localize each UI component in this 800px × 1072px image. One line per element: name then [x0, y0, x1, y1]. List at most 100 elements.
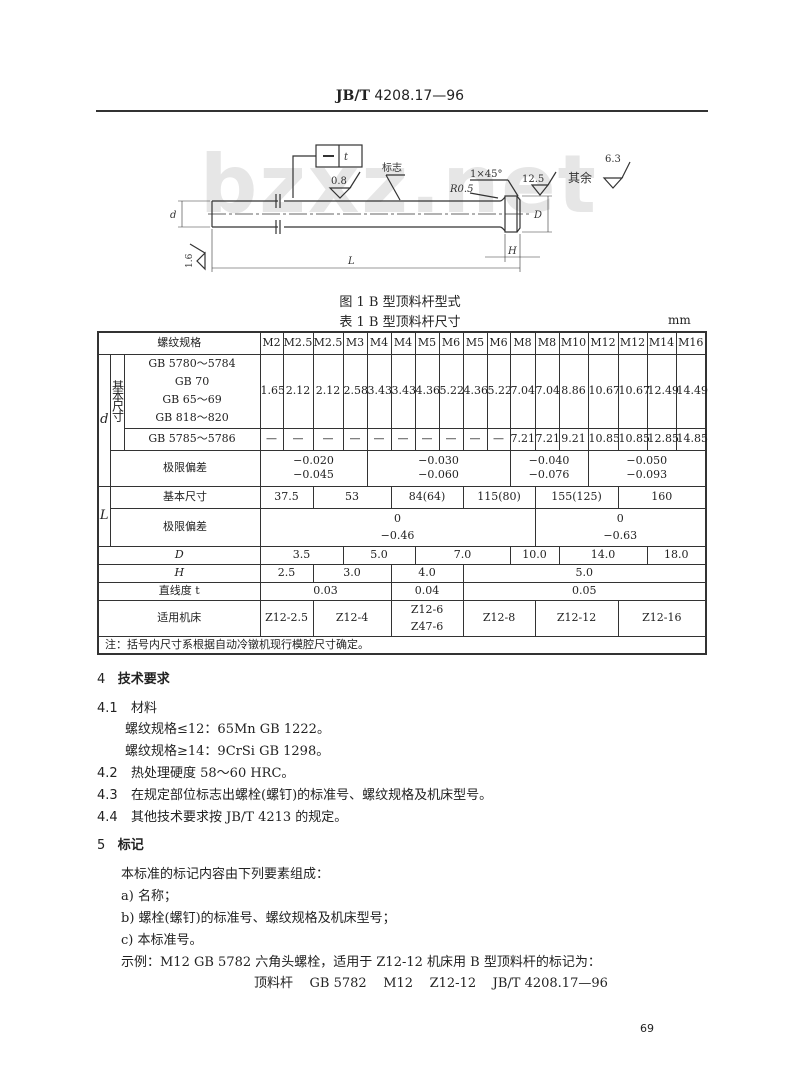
L-tol-cell: 0−0.46	[259, 507, 536, 547]
roughness-end: 1.6	[185, 253, 195, 268]
marking-item-b: b) 螺栓(螺钉)的标准号、螺纹规格及机床型号；	[121, 911, 396, 926]
machine-value: Z12-8	[462, 599, 536, 637]
d-tolerance-row: 极限偏差 −0.020−0.045 −0.030−0.060 −0.040−0.…	[98, 449, 707, 487]
page-number: 69	[640, 1022, 654, 1035]
ejector-pin-drawing: t 标志 0.8 1×45° R0.5 12.5 其余 6.3 d D L H …	[170, 144, 631, 272]
d-value: 3.43	[366, 353, 392, 429]
d-value: —	[486, 427, 511, 451]
thread-cell: M14	[646, 331, 677, 355]
d-value: —	[438, 427, 464, 451]
thread-cell: M2	[259, 331, 284, 355]
d-value: 2.12	[312, 353, 344, 429]
H-row: H 2.5 3.0 4.0 5.0	[97, 563, 707, 583]
d-tol-cell: −0.040−0.076	[509, 449, 589, 487]
straightness-tol-label: t	[344, 152, 349, 163]
d-value: —	[366, 427, 392, 451]
D-label: D	[97, 545, 261, 565]
d-value: 7.21	[509, 427, 536, 451]
thread-cell: M2.5	[312, 331, 344, 355]
D-value: 14.0	[558, 545, 648, 565]
thread-cell: M10	[558, 331, 589, 355]
d-value: 10.67	[587, 353, 620, 429]
section-title: 技术要求	[117, 672, 170, 687]
std-line: GB 70	[174, 375, 210, 388]
std-line: GB 818～820	[155, 411, 229, 424]
section-5-heading: 5 标记	[97, 834, 144, 853]
item-4-1-b: 螺纹规格≥14：9CrSi GB 1298。	[125, 744, 330, 759]
D-value: 18.0	[646, 545, 707, 565]
thread-cell: M12	[587, 331, 619, 355]
L-value: 155(125)	[534, 485, 619, 509]
section-4-heading: 4 技术要求	[97, 668, 170, 687]
machine-line: Z47-6	[410, 620, 444, 633]
thread-cell: M6	[438, 331, 464, 355]
H-value: 5.0	[462, 563, 707, 583]
L-value: 160	[617, 485, 707, 509]
item-4-1-a: 螺纹规格≤12：65Mn GB 1222。	[125, 722, 330, 737]
d-value: 14.49	[675, 353, 708, 429]
d-tol-cell: −0.020−0.045	[259, 449, 368, 487]
tol-lower: −0.63	[603, 529, 638, 542]
L-basic-row: L 基本尺寸 37.5 53 84(64) 115(80) 155(125) 1…	[97, 485, 707, 547]
roughness-shank: 0.8	[331, 176, 347, 187]
L-tol-cell: 0−0.63	[534, 507, 707, 547]
H-value: 2.5	[259, 563, 314, 583]
std-line: GB 5780～5784	[148, 357, 236, 370]
machine-label: 适用机床	[97, 599, 261, 637]
dimension-table: 螺纹规格 M2 M2.5 M2.5 M3 M4 M4 M5 M6 M5 M6 M…	[97, 331, 708, 655]
d-value: 4.36	[462, 353, 488, 429]
t-value: 0.04	[390, 581, 464, 601]
standard-number: 4208.17—96	[374, 88, 465, 104]
d-tol-cell: −0.030−0.060	[366, 449, 511, 487]
d-basic-row-1: d 基本尺寸 GB 5780～5784 GB 70 GB 65～69 GB 81…	[97, 353, 708, 487]
d-value: 3.43	[390, 353, 416, 429]
thread-cell: M4	[390, 331, 416, 355]
d-basic-row-2: GB 5785～5786 — — — — — — — — — — 7.21 7.…	[98, 427, 708, 451]
d-std-group1: GB 5780～5784 GB 70 GB 65～69 GB 818～820	[123, 353, 261, 429]
D-value: 10.0	[509, 545, 560, 565]
dim-d-label: d	[170, 210, 176, 221]
d-value: 2.12	[282, 353, 314, 429]
d-value: 2.58	[342, 353, 368, 429]
thread-cell: M5	[462, 331, 488, 355]
tol-lower: −0.060	[418, 468, 459, 481]
table-note: 注：括号内尺寸系根据自动冷镦机现行模腔尺寸确定。	[97, 635, 707, 655]
L-value: 53	[312, 485, 392, 509]
thread-row: 螺纹规格 M2 M2.5 M2.5 M3 M4 M4 M5 M6 M5 M6 M…	[97, 331, 707, 355]
machine-value: Z12-12	[534, 599, 619, 637]
marking-example: 顶料杆 GB 5782 M12 Z12-12 JB/T 4208.17—96	[254, 976, 608, 991]
tol-upper: −0.020	[293, 454, 334, 467]
marking-intro: 本标准的标记内容由下列要素组成：	[121, 867, 330, 882]
d-value: 5.22	[438, 353, 464, 429]
std-line: GB 65～69	[162, 393, 222, 406]
D-value: 7.0	[414, 545, 511, 565]
tol-upper: −0.050	[626, 454, 668, 467]
d-value: 5.22	[486, 353, 512, 429]
tol-lower: −0.093	[626, 468, 668, 481]
item-num: 4.4	[97, 810, 118, 825]
tol-lower: −0.045	[293, 468, 334, 481]
other-roughness-value: 6.3	[605, 154, 621, 165]
d-value: 10.67	[617, 353, 650, 429]
item-text: 在规定部位标志出螺栓(螺钉)的标准号、螺纹规格及机床型号。	[131, 788, 493, 803]
thread-cell: M12	[617, 331, 648, 355]
thread-label: 螺纹规格	[97, 331, 261, 355]
dim-L-label: L	[347, 256, 355, 267]
L-tol-label: 极限偏差	[109, 507, 261, 547]
item-text: 其他技术要求按 JB/T 4213 的规定。	[131, 810, 348, 825]
D-value: 3.5	[259, 545, 344, 565]
figure-caption: 图 1 B 型顶料杆型式	[339, 295, 461, 310]
table-unit: mm	[668, 313, 691, 327]
tol-upper: 0	[394, 512, 402, 525]
d-value: 10.85	[617, 427, 650, 451]
basic-size-label: 基本尺寸	[110, 380, 125, 420]
thread-cell: M8	[509, 331, 536, 355]
machine-value: Z12-16	[617, 599, 707, 637]
thread-cell: M16	[675, 331, 707, 355]
thread-cell: M3	[342, 331, 368, 355]
H-value: 3.0	[312, 563, 392, 583]
dim-D-label: D	[533, 210, 542, 221]
L-basic-label: 基本尺寸	[109, 485, 261, 509]
